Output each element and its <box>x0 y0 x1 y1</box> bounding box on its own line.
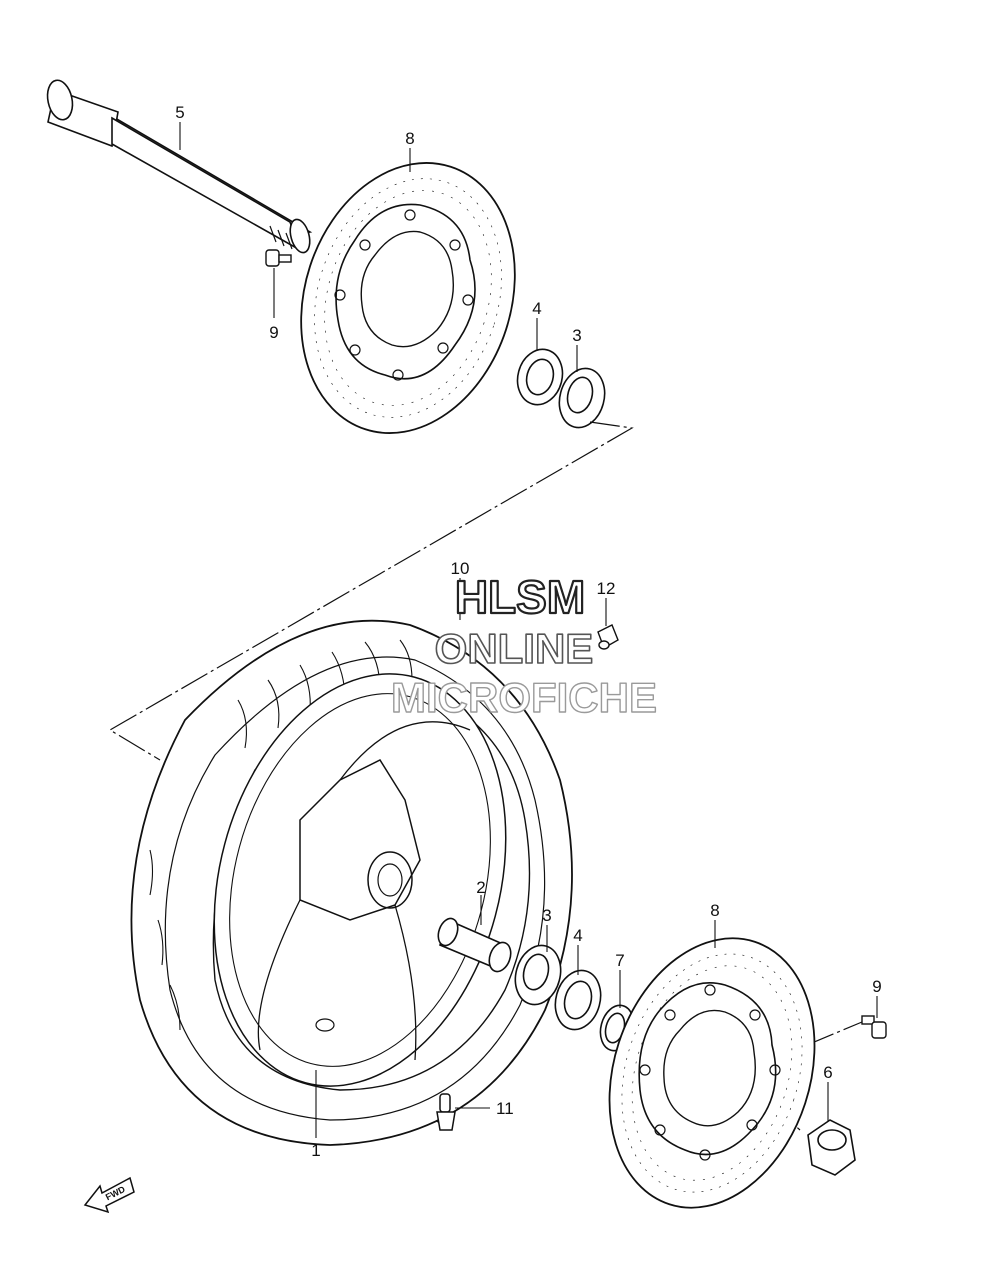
disc-bolt-lower <box>861 1015 887 1039</box>
fwd-arrow-icon: FWD <box>83 1176 135 1214</box>
callout-4-upper: 4 <box>532 299 541 318</box>
watermark-line-3: MICROFICHE <box>391 674 657 721</box>
callout-8-upper: 8 <box>405 129 414 148</box>
callout-11: 11 <box>496 1099 514 1118</box>
callout-4-lower: 4 <box>573 926 582 945</box>
callout-2: 2 <box>476 878 485 897</box>
axle-nut <box>807 1119 856 1176</box>
brake-disc-lower <box>608 937 816 1209</box>
watermark-line-1: HLSM <box>455 571 585 623</box>
watermark-line-2: ONLINE <box>435 625 594 672</box>
disc-bolt-upper <box>265 249 292 267</box>
callout-5: 5 <box>175 103 184 122</box>
bearing-lower <box>514 944 562 1006</box>
leader-lines <box>179 122 878 1138</box>
dust-seal-upper <box>516 348 564 406</box>
brake-disc-upper <box>300 162 516 434</box>
front-axle <box>46 79 313 254</box>
watermark: HLSM ONLINE MICROFICHE <box>390 570 657 722</box>
callout-1: 1 <box>311 1141 320 1160</box>
balancer-weight <box>597 624 619 650</box>
wheel-spacer <box>437 917 512 973</box>
callout-9-lower: 9 <box>872 977 881 996</box>
callout-12: 12 <box>597 579 616 598</box>
dust-seal-lower <box>554 969 602 1031</box>
callout-9-upper: 9 <box>269 323 278 342</box>
callout-3-lower: 3 <box>542 906 551 925</box>
callout-labels: 1 2 3 3 4 4 5 6 7 8 8 9 9 10 11 12 <box>175 103 881 1160</box>
callout-10: 10 <box>451 559 470 578</box>
callout-8-lower: 8 <box>710 901 719 920</box>
callout-7: 7 <box>615 951 624 970</box>
callout-3-upper: 3 <box>572 326 581 345</box>
tire-valve <box>436 1093 456 1131</box>
bearing-upper <box>558 367 606 429</box>
callout-6: 6 <box>823 1063 832 1082</box>
wheel-rim-and-hub <box>213 673 507 1087</box>
